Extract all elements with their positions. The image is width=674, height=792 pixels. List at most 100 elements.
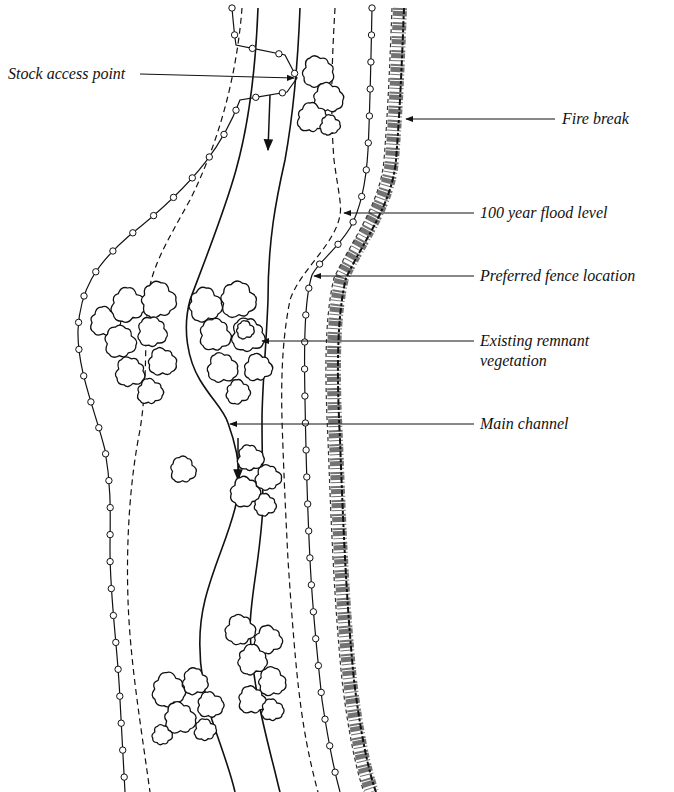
tree-canopy [237,321,255,339]
tree-canopy [194,719,216,741]
tree-canopy [207,353,238,383]
fence-post [121,774,127,780]
fence-post [368,59,374,65]
tree-canopy [255,465,281,491]
fence-post [88,399,94,405]
tree-canopy [152,672,185,707]
tree-canopy [148,348,176,376]
fence-line [78,8,297,792]
fence-post [303,447,309,453]
fence-post [318,689,324,695]
tree-canopy [245,353,273,380]
fence-post [76,346,82,352]
fence-post [315,662,321,668]
tree-canopy [239,686,266,713]
tree-canopy [254,493,276,516]
fence-post [306,528,312,534]
callout-label: Fire break [562,109,629,129]
fence-post [221,131,227,137]
tree-canopy [198,692,224,718]
fence-post [301,366,307,372]
fence-post [113,639,119,645]
fence-post [81,293,87,299]
fence-post [305,501,311,507]
tree-canopy [111,287,146,322]
fence-post [253,94,259,100]
fence-post [206,154,212,160]
fence-post [303,312,309,318]
flow-arrow [268,95,270,150]
callout-label: Stock access point [8,64,125,84]
fence-post [81,373,87,379]
fence-post [307,555,313,561]
fence-post [302,420,308,426]
tree-canopy [182,668,208,695]
fence-post [363,167,369,173]
tree-canopy [225,614,256,644]
callout-label: 100 year flood level [480,203,608,223]
fence-post [313,636,319,642]
fence-post [106,477,112,483]
callout-label: Main channel [480,414,568,434]
tree-canopy [171,456,197,482]
fence-post [120,747,126,753]
fence-post [110,612,116,618]
fence-post [332,769,338,775]
fence-post [276,51,282,57]
callout-label: Existing remnant vegetation [480,331,608,371]
fence-post [365,140,371,146]
fence-post [335,241,341,247]
leader-lines [140,74,555,424]
fence-post [229,5,235,11]
fence-post [115,666,121,672]
fence-post [291,70,297,76]
fence-post [189,175,195,181]
callout-label: Preferred fence location [480,266,635,286]
fence-post [107,558,113,564]
tree-canopy [105,325,137,357]
tree-canopy [165,702,196,734]
fence-post [75,319,81,325]
fence-post [108,585,114,591]
fence-post [96,425,102,431]
fence-post [279,90,285,96]
fence-post [367,86,373,92]
tree-canopy [189,287,223,322]
tree-canopy [138,317,168,347]
tree-canopy [221,281,257,317]
fence-post [368,32,374,38]
fence-posts [75,5,375,781]
tree-canopy [152,725,172,745]
fence-post [369,5,375,11]
fence-post [302,393,308,399]
tree-canopy [320,115,341,136]
fence-post [306,285,312,291]
tree-canopy [138,378,164,403]
tree-canopy [232,318,266,351]
remnant-vegetation [91,56,344,745]
fence-post [107,531,113,537]
fence-post [310,609,316,615]
fence-post [366,113,372,119]
fence-post [233,107,239,113]
fence-post [170,194,176,200]
fence-post [304,474,310,480]
fence-post [117,693,123,699]
tree-canopy [115,357,145,387]
flood-line [128,8,243,792]
tree-canopy [261,699,284,721]
fence-post [102,451,108,457]
tree-canopy [259,667,287,696]
fence-post [327,743,333,749]
fence-post [249,45,255,51]
fence-post [107,504,113,510]
fence-post [130,230,136,236]
tree-canopy [226,380,250,405]
fence-post [93,269,99,275]
fence-post [110,248,116,254]
fence-post [150,212,156,218]
fence-post [350,219,356,225]
fence-post [359,193,365,199]
fence-post [316,261,322,267]
fence-post [231,32,237,38]
